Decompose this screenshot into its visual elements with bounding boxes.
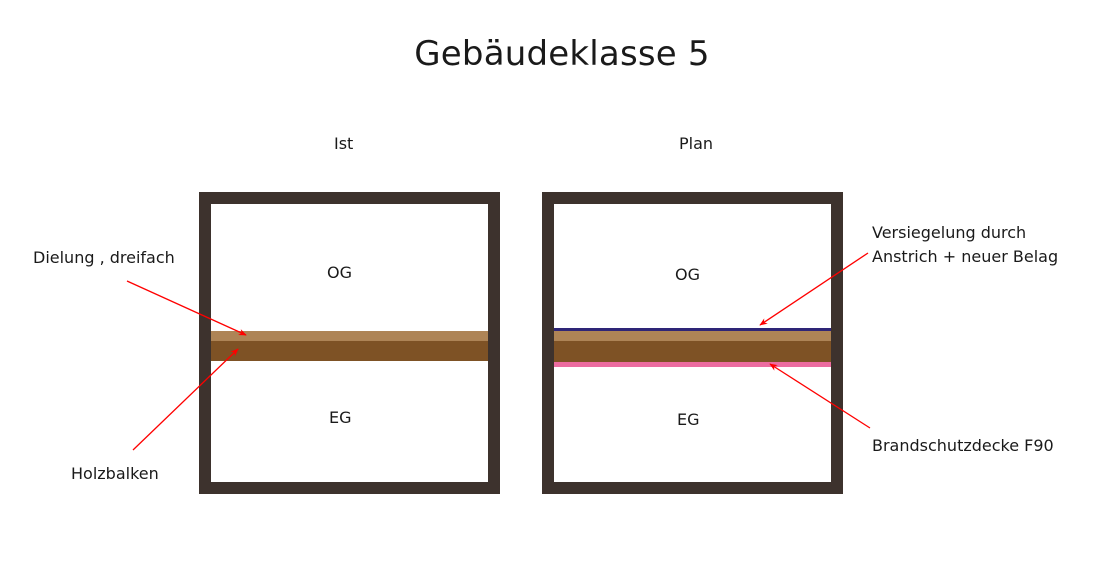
annotation-brandschutz: Brandschutzdecke F90	[872, 436, 1054, 455]
room-label-og-plan: OG	[675, 265, 700, 284]
annotation-holzbalken: Holzbalken	[71, 464, 159, 483]
room-label-og-ist: OG	[327, 263, 352, 282]
beams-layer-plan	[554, 341, 831, 362]
room-label-eg-plan: EG	[677, 410, 700, 429]
sealing-layer-plan	[554, 328, 831, 331]
annotation-versiegelung: Versiegelung durch Anstrich + neuer Bela…	[872, 221, 1058, 269]
floorboards-layer-plan	[554, 331, 831, 341]
diagram-title: Gebäudeklasse 5	[414, 34, 710, 74]
room-label-eg-ist: EG	[329, 408, 352, 427]
annotation-versiegelung-line2: Anstrich + neuer Belag	[872, 247, 1059, 266]
annotation-dielung: Dielung , dreifach	[33, 248, 175, 267]
annotation-versiegelung-line1: Versiegelung durch	[872, 223, 1027, 242]
panel-label-ist: Ist	[334, 134, 354, 153]
beams-layer-ist	[211, 341, 488, 361]
fire-protection-layer-plan	[554, 362, 831, 367]
panel-label-plan: Plan	[679, 134, 714, 153]
floorboards-layer-ist	[211, 331, 488, 341]
